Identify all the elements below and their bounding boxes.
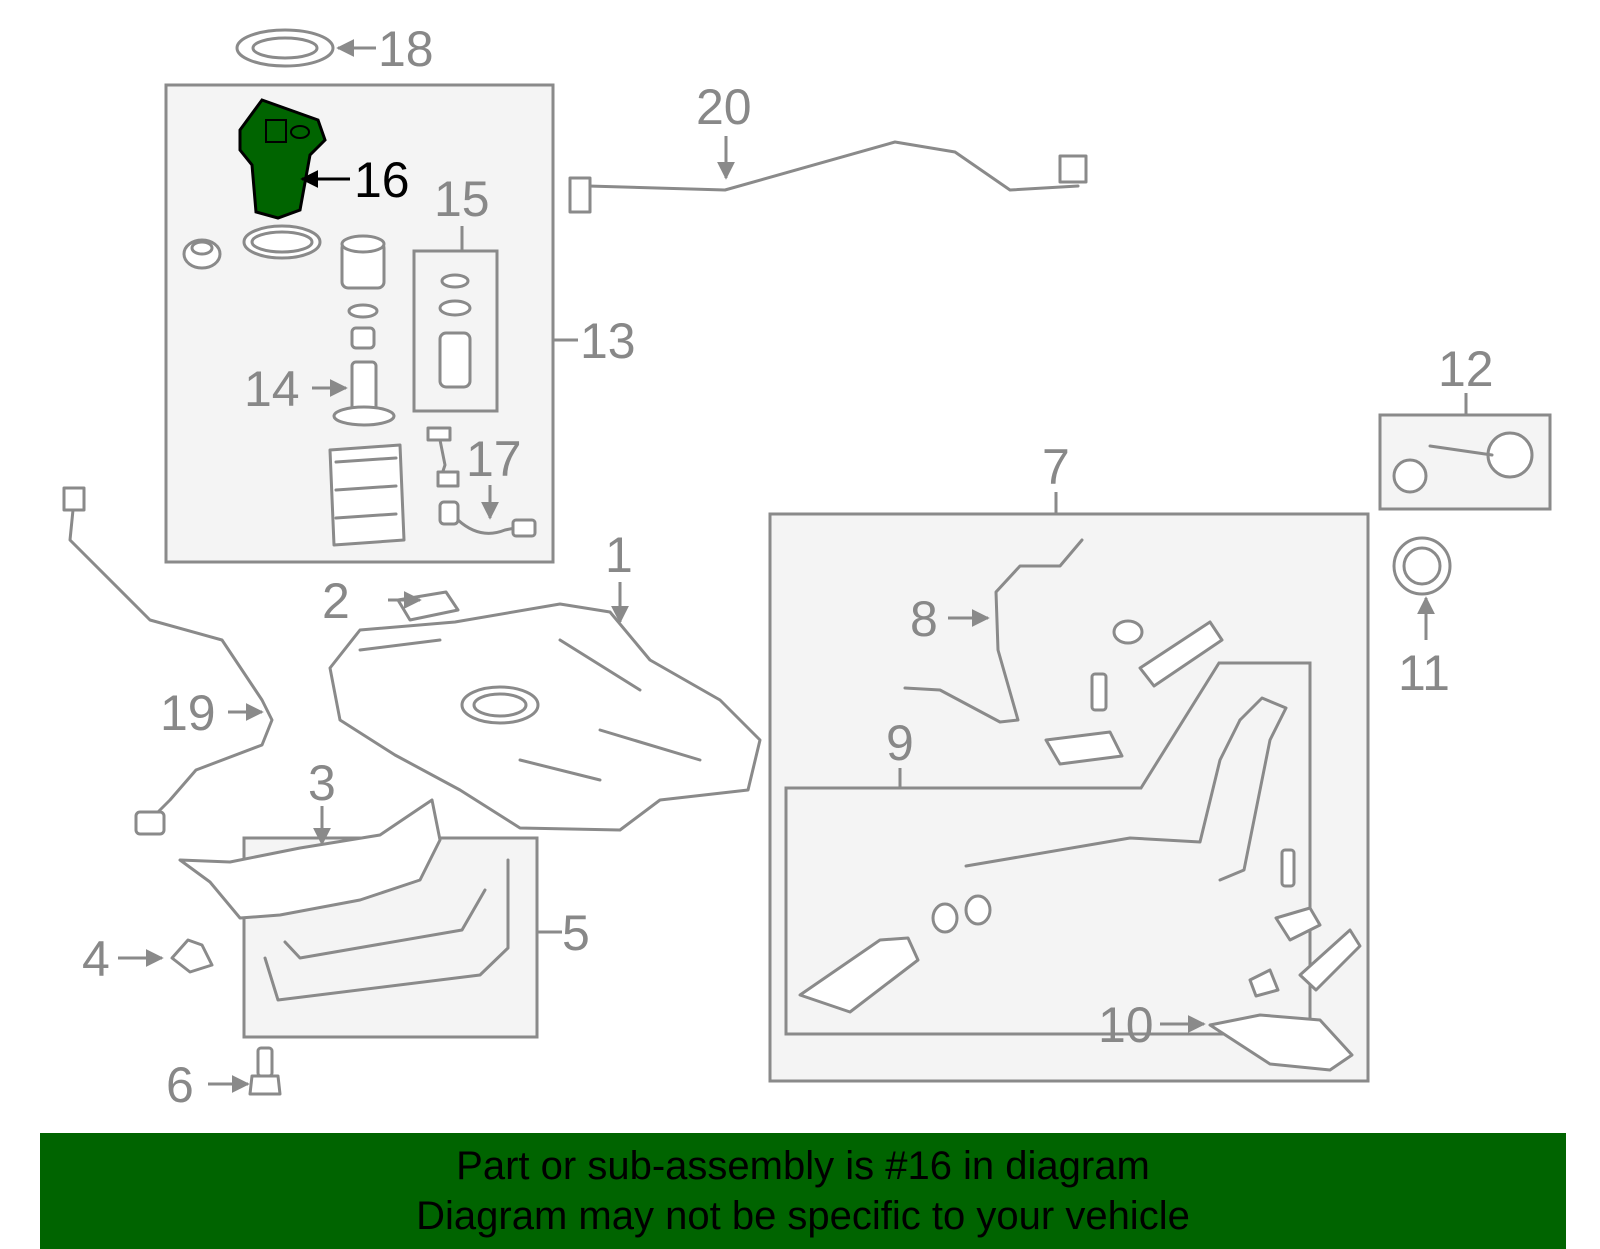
callout-12: 12 [1438, 341, 1494, 397]
callout-18: 18 [378, 21, 434, 77]
callout-1: 1 [605, 527, 633, 583]
callout-10: 10 [1098, 997, 1154, 1053]
callout-13: 13 [580, 313, 636, 369]
callout-7: 7 [1042, 439, 1070, 495]
part-3-heat-shield [178, 798, 442, 920]
part-15-components [438, 273, 472, 389]
part-2-pad [396, 590, 460, 622]
part-4-clip [170, 938, 214, 974]
part-10-bracket [1208, 1013, 1354, 1072]
part-16-fuel-pump-assembly [238, 98, 327, 220]
callout-6: 6 [166, 1057, 194, 1113]
part-1-fuel-tank [328, 602, 762, 832]
callout-15: 15 [434, 171, 490, 227]
callout-11: 11 [1398, 645, 1450, 701]
part-7-components [1044, 619, 1224, 766]
part-17-harness [426, 426, 537, 538]
leader-lines [118, 39, 1468, 1093]
part-20-end-right [1058, 154, 1088, 184]
banner-line-1: Part or sub-assembly is #16 in diagram [456, 1144, 1150, 1188]
callout-8: 8 [910, 591, 938, 647]
part-13-components [182, 224, 406, 547]
part-20-end-left [568, 176, 592, 214]
info-banner: Part or sub-assembly is #16 in diagram D… [40, 1133, 1566, 1249]
part-12-fuel-cap [1392, 431, 1534, 494]
callout-19: 19 [160, 685, 216, 741]
callout-5: 5 [562, 905, 590, 961]
part-20-tube [586, 140, 1080, 192]
callout-17: 17 [466, 431, 522, 487]
part-5-straps [263, 858, 510, 1002]
callout-20: 20 [696, 79, 752, 135]
part-19-hose [68, 498, 274, 822]
part-7-fasteners [1248, 848, 1362, 998]
part-18-retainer [235, 28, 335, 68]
banner-line-2: Diagram may not be specific to your vehi… [416, 1194, 1190, 1238]
callout-14: 14 [244, 361, 300, 417]
part-8-breather-tube [903, 538, 1084, 724]
part-19-top-end [62, 486, 86, 512]
part-19-bottom-end [134, 810, 166, 836]
callout-16: 16 [354, 152, 410, 208]
callout-2: 2 [322, 573, 350, 629]
part-11-inlet [1392, 536, 1452, 596]
part-6-bolt [248, 1046, 282, 1096]
callout-4: 4 [82, 931, 110, 987]
part-9-filler-pipe [798, 696, 1288, 1014]
group-box-9 [784, 661, 1312, 1036]
callout-3: 3 [308, 755, 336, 811]
callout-9: 9 [886, 715, 914, 771]
